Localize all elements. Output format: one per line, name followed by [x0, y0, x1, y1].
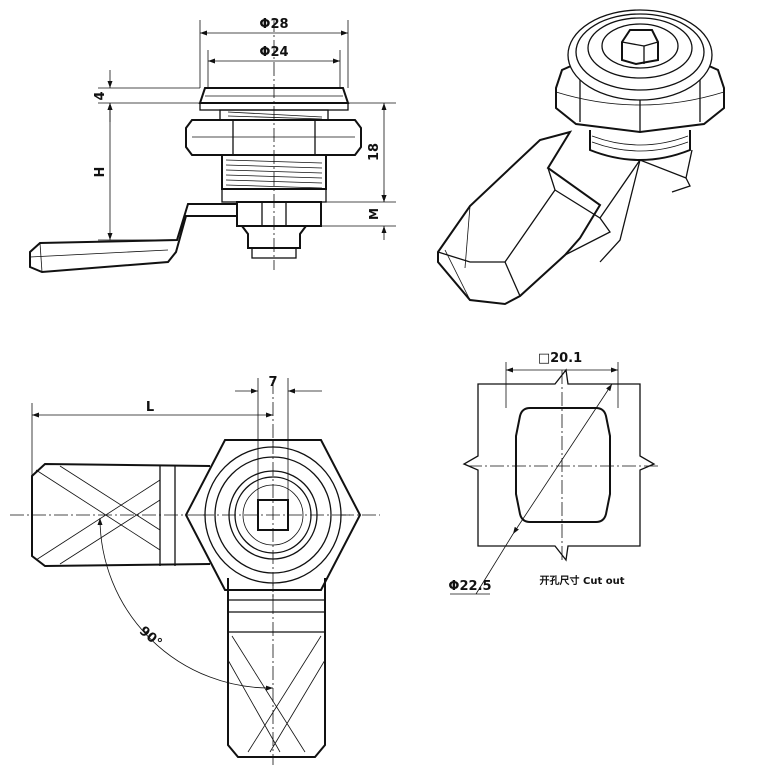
iso-flange — [567, 9, 713, 101]
dim-square: 7 — [268, 375, 277, 390]
cutout-view: □20.1 Φ22.5 开孔尺寸 Cut out — [448, 351, 660, 595]
cutout-note: 开孔尺寸 Cut out — [540, 574, 625, 587]
cam-arm — [29, 203, 238, 274]
dim-inner-dia: Φ24 — [259, 45, 288, 60]
front-hex — [184, 439, 362, 591]
front-arm-horizontal — [31, 462, 211, 568]
dim-length: L — [146, 400, 154, 415]
iso-cam-blade — [437, 130, 602, 306]
dim-flange-h: 4 — [93, 91, 108, 100]
isometric-view — [437, 9, 725, 306]
dim-thread-len: 18 — [367, 143, 382, 161]
cam-hub — [236, 201, 322, 227]
dim-outer-dia: Φ28 — [259, 17, 288, 32]
dim-height: H — [93, 167, 108, 178]
front-view: 7 L 90° — [10, 375, 380, 765]
front-arm-vertical — [227, 578, 326, 758]
side-view: Φ28 Φ24 4 H 18 M — [29, 17, 396, 274]
hex-nut — [185, 119, 362, 156]
bottom-nut — [240, 225, 308, 249]
cutout-frame — [462, 368, 656, 562]
iso-square-key — [621, 29, 659, 66]
cutout-shape — [515, 407, 611, 523]
dim-cam-offset: M — [367, 208, 381, 220]
dim-cutout-square: □20.1 — [538, 351, 582, 366]
iso-stem — [589, 130, 691, 161]
dim-cutout-dia: Φ22.5 — [448, 579, 491, 594]
